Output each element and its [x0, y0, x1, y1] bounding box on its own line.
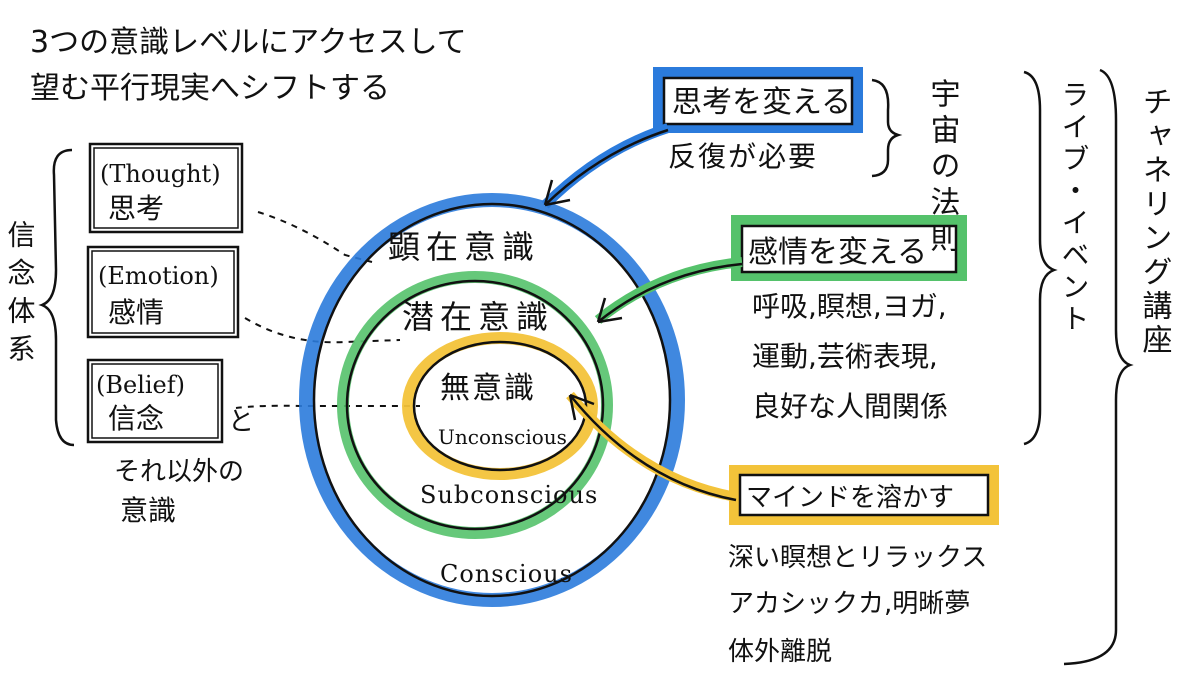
emotion-method-line-1: 呼吸,瞑想,ヨガ,: [752, 290, 947, 323]
belief-connector: [235, 404, 420, 409]
conscious-ja: 顕在意識: [388, 228, 540, 266]
subconscious-highlight: [337, 271, 613, 539]
unconscious-circle: [412, 340, 588, 472]
thought-inner: [93, 147, 239, 229]
change-emotion-arrow: [594, 257, 743, 324]
belief-system-label: 信念体系: [4, 220, 37, 372]
title-line-1: 3つの意識レベルにアクセスして: [30, 25, 467, 60]
subconscious-circle: [345, 279, 605, 531]
universe-brace: [871, 78, 903, 178]
emotion-method-line-3: 良好な人間関係: [752, 390, 948, 423]
subconscious-ja: 潜在意識: [402, 298, 554, 336]
change-thought-label: 思考を変える: [672, 85, 851, 120]
channeling-brace: [1063, 68, 1134, 666]
conscious-en: Conscious: [440, 560, 573, 588]
melt-mind-label: マインドを溶かす: [746, 483, 954, 513]
mind-method-line-3: 体外離脱: [728, 637, 832, 667]
change-emotion-arrow-line: [596, 262, 743, 324]
other-consciousness-line-2: 意識: [120, 494, 176, 527]
belief-system-brace: [38, 148, 75, 447]
belief-box: [86, 358, 224, 444]
change-emotion-box: [740, 224, 958, 274]
change-emotion-label: 感情を変える: [748, 235, 927, 270]
change-thought-box: [662, 76, 854, 126]
unconscious-highlight: [402, 332, 598, 480]
emotion-method-line-2: 運動,芸術表現,: [752, 340, 938, 373]
belief-en: (Belief): [96, 371, 185, 399]
melt-mind-box: [738, 473, 990, 517]
thought-en: (Thought): [100, 160, 221, 188]
conscious-circle: [312, 202, 672, 598]
belief-inner: [91, 363, 219, 439]
mind-method-line-2: アカシックカ,明晰夢: [728, 589, 970, 619]
change-thought-arrow-line: [543, 128, 669, 207]
emotion-connector: [244, 317, 401, 344]
other-consciousness-line-1: それ以外の: [114, 457, 244, 487]
melt-mind-arrow-line: [568, 393, 737, 502]
live-event-label: ライブ・イベント: [1058, 80, 1091, 336]
belief-ja: 信念: [108, 402, 164, 435]
universe-law: 宇宙の法則: [925, 78, 960, 258]
emotion-en: (Emotion): [98, 262, 219, 290]
thought-box: [88, 142, 244, 234]
thought-connector: [257, 211, 373, 263]
thought-ja: 思考: [108, 192, 164, 225]
channeling-label: チャネリング講座: [1137, 86, 1173, 358]
change-emotion-highlight: [731, 215, 967, 281]
change-thought-highlight: [653, 67, 863, 133]
title-line-2: 望む平行現実へシフトする: [30, 71, 390, 106]
unconscious-en: Unconscious: [438, 425, 567, 449]
unconscious-ja: 無意識: [440, 371, 536, 406]
mind-method-line-1: 深い瞑想とリラックス: [728, 543, 987, 573]
emotion-inner: [91, 250, 235, 334]
belief-tail: と: [228, 407, 254, 437]
change-thought-arrow: [541, 123, 670, 209]
thought-detail: 反復が必要: [668, 140, 818, 173]
emotion-box: [86, 245, 240, 339]
conscious-highlight: [299, 193, 685, 607]
emotion-ja: 感情: [108, 296, 164, 329]
live-event-brace: [1023, 70, 1058, 446]
subconscious-en: Subconscious: [420, 481, 598, 509]
